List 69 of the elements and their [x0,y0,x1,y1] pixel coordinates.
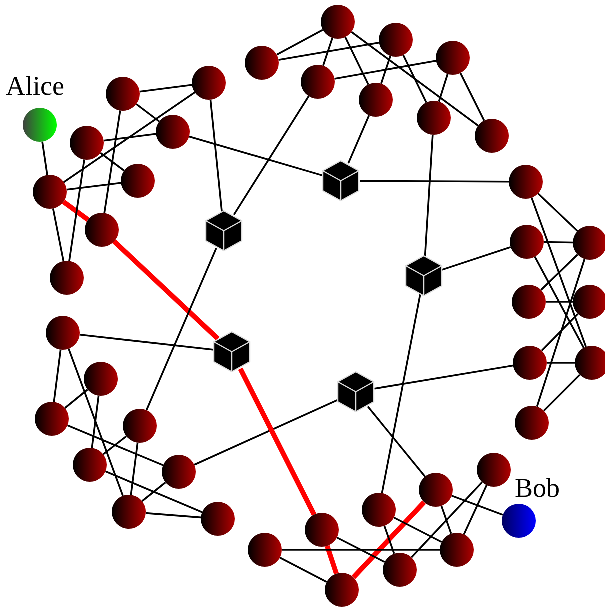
path-line [112,240,220,341]
link-line [80,334,214,351]
link-line [68,160,86,262]
link-line [460,72,486,122]
link-line [136,104,160,122]
link-line [442,246,512,271]
link-line [105,470,203,514]
link-line [278,42,380,62]
link-line [438,74,449,102]
link-line [146,512,202,519]
link-line [336,536,386,564]
link-line [360,180,509,183]
link-line [543,374,581,412]
link-line [348,115,370,164]
link-line [104,110,122,214]
link-line [189,136,324,177]
link-line [130,442,139,496]
link-line [194,399,340,466]
path-line [325,545,339,575]
link-line [322,38,334,66]
path-line [238,368,317,516]
link-line [534,256,585,348]
link-line [394,516,442,544]
link-line [100,152,125,172]
link-line [142,482,166,502]
link-line [53,350,62,402]
link-line [374,364,514,390]
link-line [402,54,428,104]
link-line [64,389,88,409]
link-line [538,193,578,232]
link-line [91,396,100,448]
link-line [334,60,436,80]
link-line [536,258,586,408]
link-line [351,31,479,127]
link-line [146,248,218,411]
link-line [410,482,484,558]
link-line [282,549,440,551]
link-line [381,294,422,494]
link-line [540,254,578,291]
link-line [140,84,192,93]
link-line [280,557,328,583]
link-line [440,506,452,534]
link-line [67,424,164,466]
path-line [352,500,426,580]
link-line [344,36,370,86]
link-line [544,241,574,244]
link-line [68,348,124,496]
path-line [62,200,90,222]
link-line [367,406,426,478]
link-line [541,313,579,352]
link-line [530,198,588,348]
node-label: Alice [6,73,64,100]
link-line [547,362,575,364]
link-line [42,142,48,176]
link-line [546,301,573,303]
link-line [452,495,504,516]
link-line [102,436,128,456]
link-line [104,133,156,142]
link-line [64,92,196,184]
link-line [276,29,324,56]
link-line [463,485,488,535]
link-line [424,134,434,258]
link-line [52,208,65,262]
link-line [66,182,122,191]
node-label: Bob [515,475,560,502]
link-line [210,100,223,212]
link-line [233,96,310,216]
link-line [380,56,392,84]
link-line [384,526,396,554]
